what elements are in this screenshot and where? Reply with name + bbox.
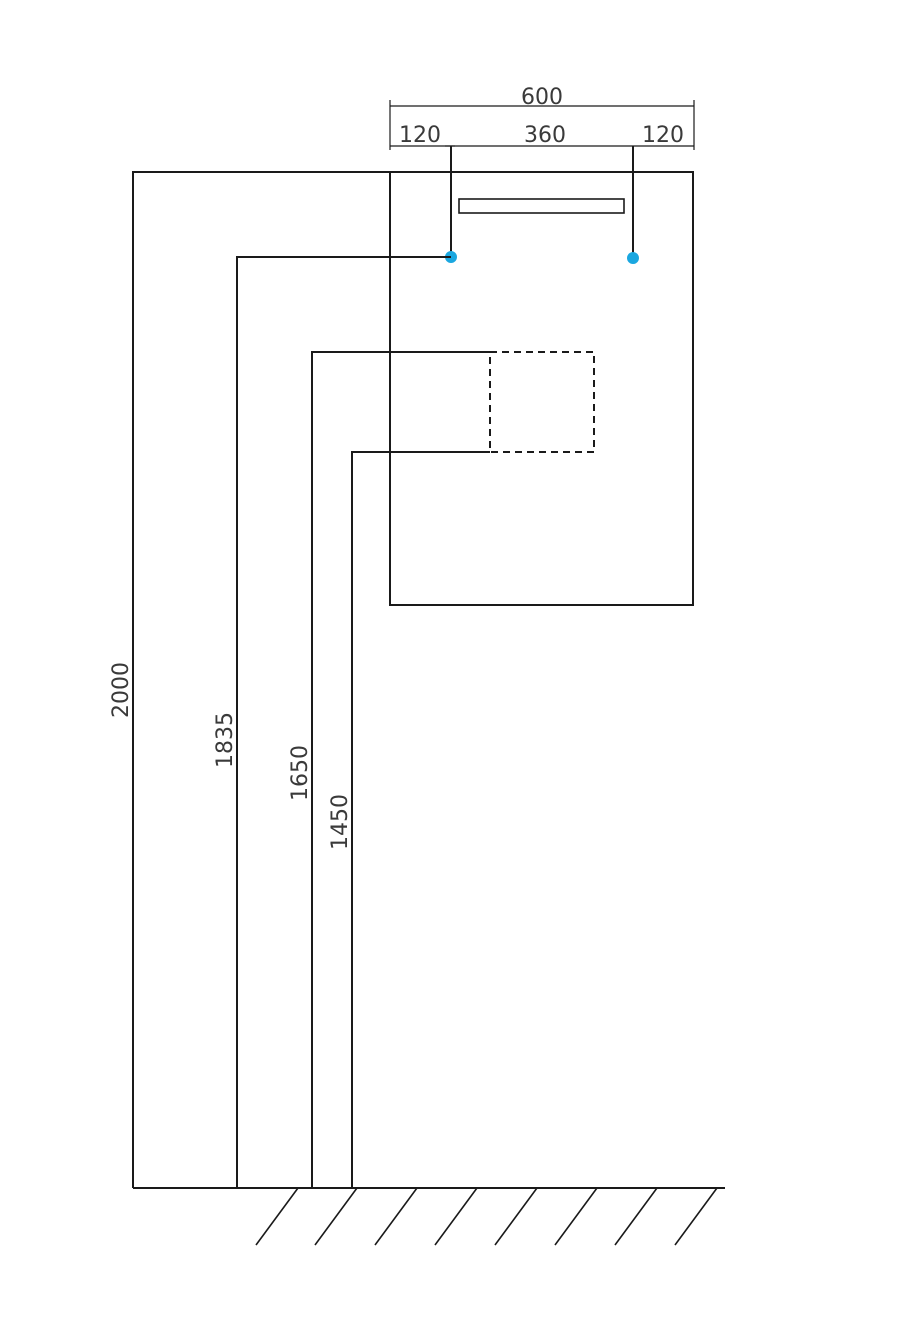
height-dimension-mounts: 1835 (213, 256, 451, 1188)
width-dimension-breakdown: 120 360 120 (390, 123, 694, 148)
height-total-label: 2000 (109, 662, 134, 718)
height-dimension-box-top: 1650 (288, 351, 490, 1188)
height-dimension-box-bottom: 1450 (328, 451, 490, 1188)
height-mounts-label: 1835 (213, 712, 238, 768)
mirror-outline (389, 171, 694, 606)
center-spacing-label: 360 (524, 123, 566, 148)
right-offset-label: 120 (642, 123, 684, 148)
height-dimension-total: 2000 (109, 171, 693, 1188)
socket-box (489, 351, 595, 453)
left-offset-label: 120 (399, 123, 441, 148)
width-total-label: 600 (521, 85, 563, 110)
height-box-top-label: 1650 (288, 745, 313, 801)
right-mount-point (627, 252, 639, 264)
floor-hatching (255, 1187, 718, 1246)
width-dimension-total: 600 (389, 85, 695, 150)
height-box-bottom-label: 1450 (328, 794, 353, 850)
lamp-bar (458, 198, 625, 214)
